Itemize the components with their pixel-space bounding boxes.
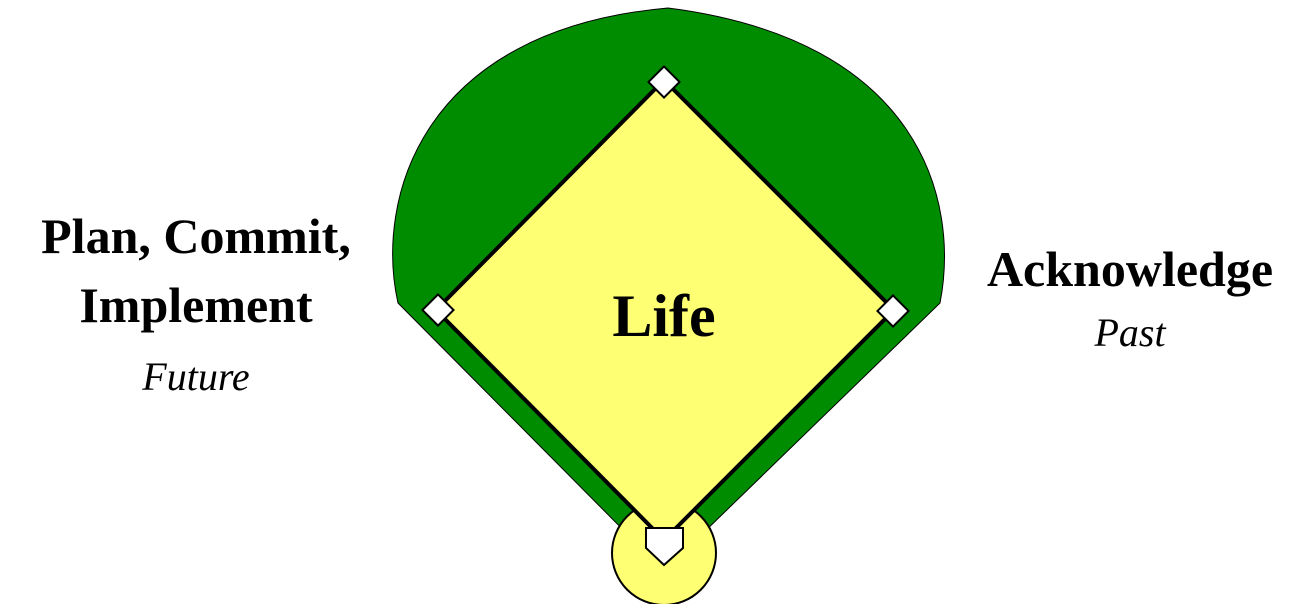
right-label: Acknowledge	[987, 241, 1273, 297]
left-subtitle: Future	[141, 354, 249, 399]
right-subtitle: Past	[1093, 310, 1166, 355]
left-label-line1: Plan, Commit,	[41, 208, 351, 264]
center-label: Life	[612, 283, 715, 349]
left-label-line2: Implement	[79, 277, 313, 333]
